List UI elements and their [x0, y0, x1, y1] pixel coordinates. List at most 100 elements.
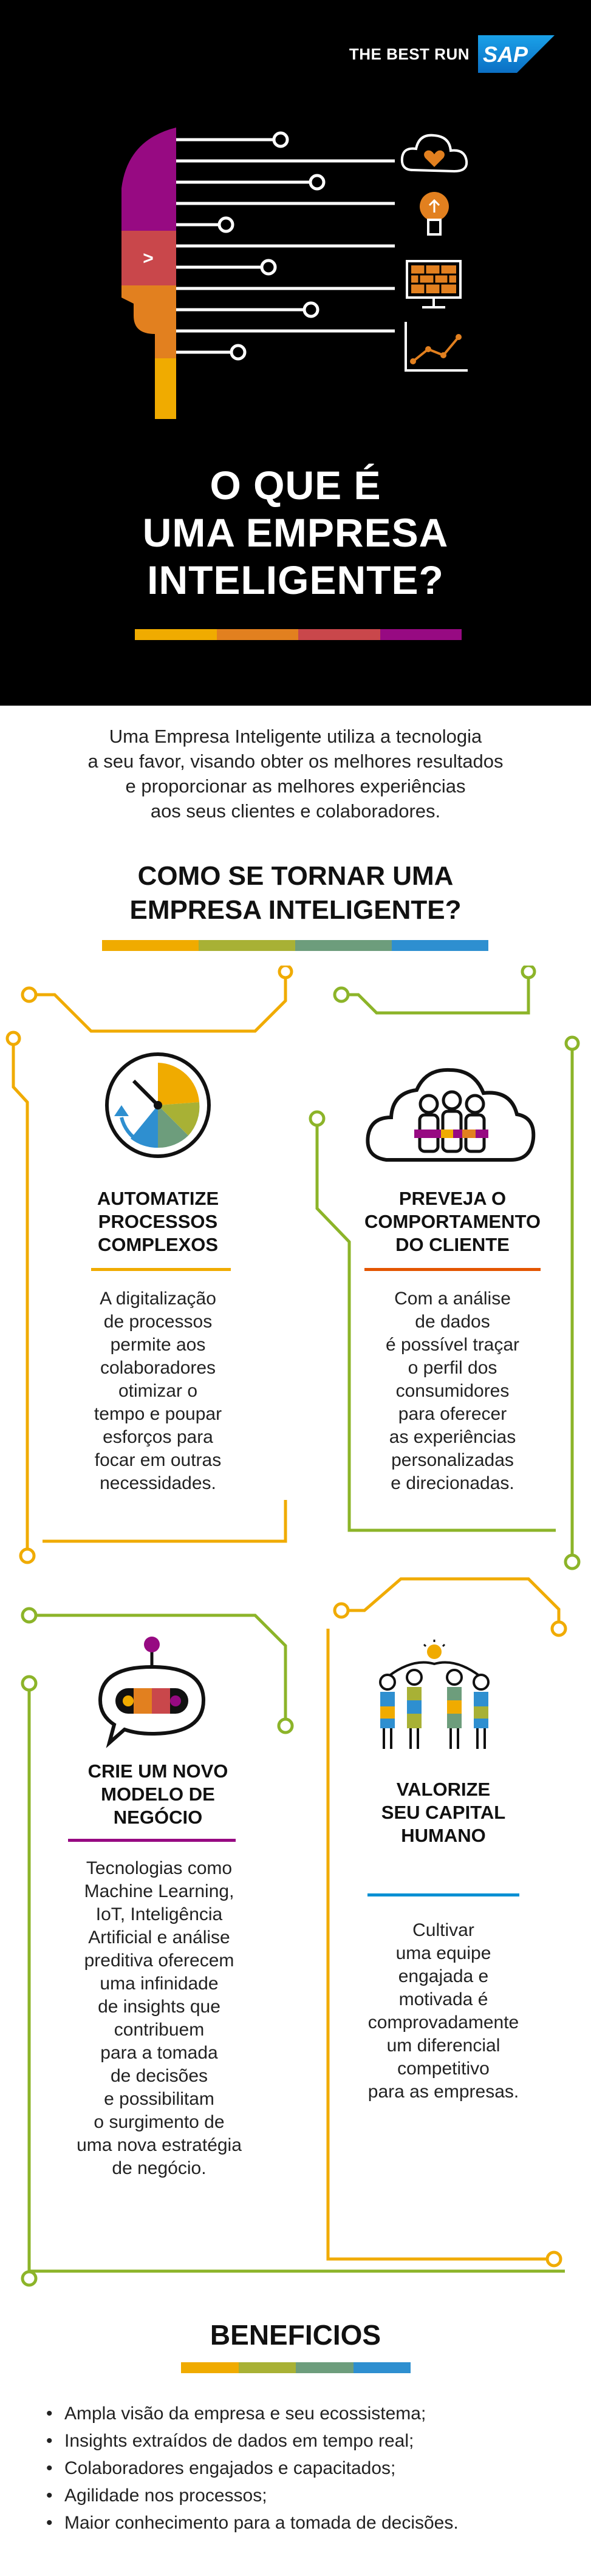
card-body-line: uma nova estratégia — [77, 2135, 242, 2155]
benefits-list: Ampla visão da empresa e seu ecossistema… — [43, 2400, 565, 2537]
svg-text:>: > — [143, 250, 154, 270]
card-predict-body: Com a análise de dados é possível traçar… — [352, 1287, 553, 1495]
intro-line: e proporcionar as melhores experiências — [125, 775, 466, 797]
benefit-item: Agilidade nos processos; — [43, 2482, 565, 2509]
card-automate-title: AUTOMATIZE PROCESSOS COMPLEXOS — [67, 1187, 249, 1256]
card-body-line: colaboradores — [100, 1358, 216, 1378]
hero-section: THE BEST RUN SAP > — [0, 0, 591, 706]
hero-title-line: O QUE É — [210, 463, 381, 508]
card-body-line: A digitalização — [100, 1289, 216, 1309]
hero-color-bar — [135, 629, 462, 640]
card-body-line: IoT, Inteligência — [95, 1904, 223, 1924]
intro-line: Uma Empresa Inteligente utiliza a tecnol… — [109, 726, 482, 747]
card-body-line: de decisões — [110, 2066, 208, 2086]
section-color-bar — [102, 940, 488, 951]
card-body-line: comprovadamente — [367, 2012, 519, 2033]
card-body-line: um diferencial — [386, 2036, 500, 2056]
intro-paragraph: Uma Empresa Inteligente utiliza a tecnol… — [36, 724, 555, 823]
card-body-line: uma equipe — [395, 1943, 491, 1963]
card-title-line: PREVEJA O — [398, 1188, 507, 1209]
card-body-line: competitivo — [397, 2059, 490, 2079]
benefits-color-bar — [181, 2362, 411, 2373]
card-title-line: VALORIZE — [396, 1779, 491, 1800]
card-body-line: para as empresas. — [367, 2082, 519, 2102]
svg-text:SAP: SAP — [483, 42, 528, 67]
hero-title-line: INTELIGENTE? — [147, 557, 444, 602]
section-title: COMO SE TORNAR UMA EMPRESA INTELIGENTE? — [36, 859, 555, 927]
card-body-line: e possibilitam — [104, 2089, 214, 2109]
card-business-model-body: Tecnologias como Machine Learning, IoT, … — [44, 1857, 275, 2180]
intro-line: aos seus clientes e colaboradores. — [150, 800, 441, 822]
section-title-line: EMPRESA INTELIGENTE? — [129, 895, 462, 925]
card-title-line: NEGÓCIO — [113, 1807, 203, 1828]
card-body-line: Com a análise — [394, 1289, 511, 1309]
hero-title-line: UMA EMPRESA — [142, 510, 449, 555]
brand-tagline: THE BEST RUN — [349, 44, 470, 63]
card-title-line: MODELO DE — [101, 1784, 215, 1805]
card-body-line: otimizar o — [118, 1381, 198, 1401]
card-title-line: COMPORTAMENTO — [364, 1211, 541, 1232]
card-body-line: de insights que — [98, 1997, 220, 2017]
intro-line: a seu favor, visando obter os melhores r… — [87, 751, 504, 772]
card-body-line: é possível traçar — [385, 1335, 520, 1355]
card-body-line: o perfil dos — [408, 1358, 497, 1378]
card-body-line: para oferecer — [398, 1404, 507, 1424]
line-chart-icon — [405, 322, 468, 372]
card-body-line: contribuem — [114, 2020, 205, 2040]
card-body-line: esforços para — [103, 1427, 213, 1447]
card-human-capital-body: Cultivar uma equipe engajada e motivada … — [346, 1919, 541, 2104]
section-title-line: COMO SE TORNAR UMA — [137, 861, 454, 891]
monitor-icon — [406, 260, 462, 308]
card-title-line: PROCESSOS — [98, 1211, 218, 1232]
card-body-line: as experiências — [389, 1427, 516, 1447]
card-body-line: Artificial e análise — [88, 1927, 230, 1947]
card-title-line: SEU CAPITAL — [381, 1802, 506, 1823]
card-body-line: consumidores — [395, 1381, 510, 1401]
card-body-line: engajada e — [398, 1966, 489, 1986]
card-business-model-title: CRIE UM NOVO MODELO DE NEGÓCIO — [61, 1760, 255, 1829]
card-title-line: CRIE UM NOVO — [87, 1760, 228, 1782]
card-body-line: personalizadas — [391, 1450, 514, 1470]
card-body-line: preditiva oferecem — [84, 1951, 234, 1971]
card-title-line: HUMANO — [401, 1825, 486, 1846]
brand: THE BEST RUN SAP — [349, 35, 555, 73]
intelligent-head-illustration: > — [121, 128, 468, 419]
card-title-line: AUTOMATIZE — [97, 1188, 219, 1209]
card-body-line: o surgimento de — [94, 2112, 225, 2132]
chat-bubble-icon — [98, 1637, 206, 1748]
benefits-title: BENEFICIOS — [210, 2319, 381, 2351]
benefit-item: Colaboradores engajados e capacitados; — [43, 2455, 565, 2482]
card-automate-rule — [91, 1268, 231, 1271]
card-automate-body: A digitalização de processos permite aos… — [55, 1287, 261, 1495]
cloud-heart-icon — [400, 134, 468, 173]
card-body-line: de processos — [103, 1312, 213, 1332]
card-business-model-rule — [68, 1839, 236, 1842]
card-title-line: COMPLEXOS — [97, 1234, 219, 1255]
cloud-people-icon — [366, 1068, 536, 1162]
card-human-capital-rule — [367, 1893, 519, 1896]
card-body-line: e direcionadas. — [391, 1473, 514, 1493]
card-frames — [5, 966, 581, 2287]
sap-logo[interactable]: SAP — [478, 35, 555, 73]
card-body-line: necessidades. — [100, 1473, 216, 1493]
card-predict-title: PREVEJA O COMPORTAMENTO DO CLIENTE — [343, 1187, 562, 1256]
card-human-capital-title: VALORIZE SEU CAPITAL HUMANO — [346, 1778, 541, 1847]
card-body-line: Tecnologias como — [86, 1858, 233, 1878]
card-title-line: DO CLIENTE — [395, 1234, 510, 1255]
card-body-line: motivada é — [398, 1989, 488, 2009]
benefit-item: Maior conhecimento para a tomada de deci… — [43, 2509, 565, 2537]
benefit-item: Ampla visão da empresa e seu ecossistema… — [43, 2400, 565, 2427]
lightbulb-icon — [420, 192, 449, 236]
card-body-line: Cultivar — [412, 1920, 474, 1940]
hero-title: O QUE É UMA EMPRESA INTELIGENTE? — [0, 462, 591, 604]
benefit-item: Insights extraídos de dados em tempo rea… — [43, 2427, 565, 2455]
card-body-line: para a tomada — [100, 2043, 218, 2063]
card-body-line: focar em outras — [94, 1450, 222, 1470]
clock-icon — [105, 1052, 211, 1158]
team-lightbulb-icon — [379, 1640, 490, 1749]
card-body-line: tempo e poupar — [94, 1404, 222, 1424]
card-body-line: de dados — [415, 1312, 490, 1332]
card-body-line: Machine Learning, — [84, 1881, 234, 1901]
card-body-line: uma infinidade — [100, 1974, 219, 1994]
card-body-line: de negócio. — [112, 2158, 207, 2178]
